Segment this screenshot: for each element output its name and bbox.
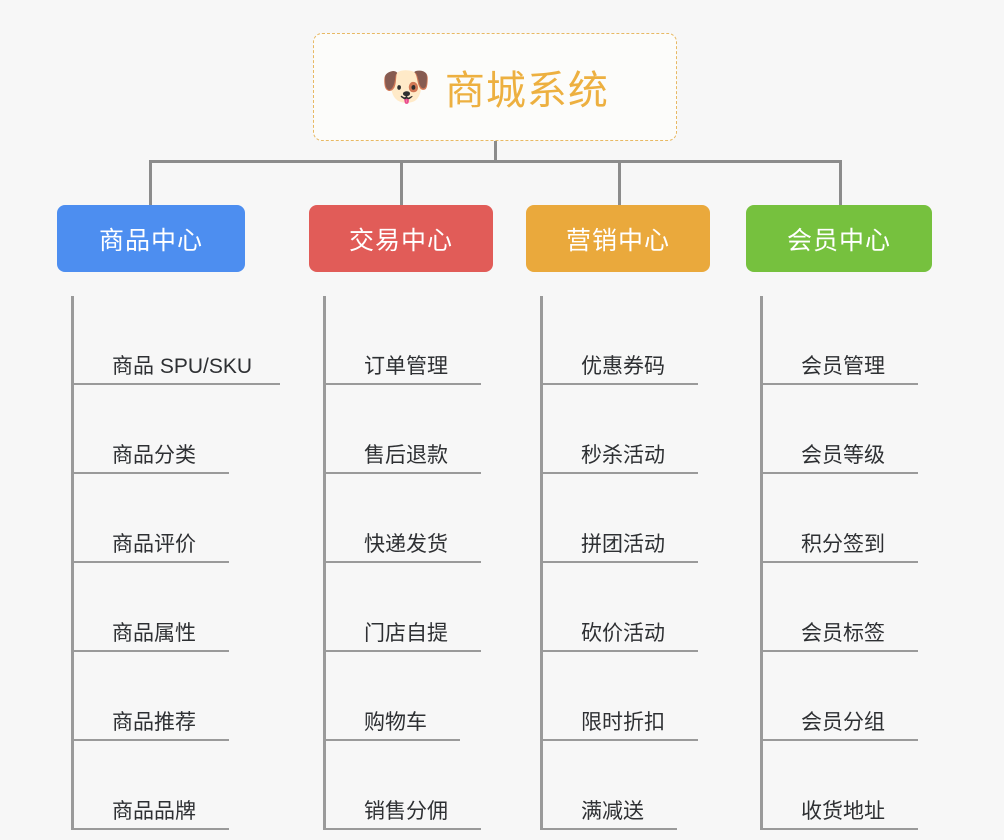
category-title-1: 商品中心 — [98, 226, 203, 255]
connector-horizontal-bus — [149, 160, 842, 163]
leaf-label: 会员管理 — [801, 355, 885, 378]
leaf-label: 会员标签 — [801, 622, 885, 645]
leaf-item[interactable]: 商品 SPU/SKU — [74, 296, 280, 385]
leaf-label: 拼团活动 — [581, 533, 665, 556]
leaf-item[interactable]: 收货地址 — [763, 741, 918, 830]
leaf-item[interactable]: 拼团活动 — [543, 474, 698, 563]
leaf-label: 会员等级 — [801, 444, 885, 467]
leaf-label: 销售分佣 — [364, 800, 448, 823]
leaf-label: 限时折扣 — [581, 711, 665, 734]
category-box-1[interactable]: 商品中心 — [57, 205, 245, 272]
leaf-item[interactable]: 会员等级 — [763, 385, 918, 474]
branch-column-2: 交易中心 订单管理 售后退款 快递发货 门店自提 购物车 销售分佣 — [309, 205, 493, 830]
leaf-item[interactable]: 限时折扣 — [543, 652, 698, 741]
leaf-item[interactable]: 会员分组 — [763, 652, 918, 741]
category-box-4[interactable]: 会员中心 — [746, 205, 932, 272]
leaf-item[interactable]: 商品属性 — [74, 563, 229, 652]
leaf-label: 商品品牌 — [112, 800, 196, 823]
connector-drop-1 — [149, 160, 152, 207]
leaf-item[interactable]: 销售分佣 — [326, 741, 481, 830]
leaf-item[interactable]: 满减送 — [543, 741, 677, 830]
branch-column-4: 会员中心 会员管理 会员等级 积分签到 会员标签 会员分组 收货地址 — [746, 205, 932, 830]
root-node[interactable]: 🐶 商城系统 — [313, 33, 677, 141]
leaf-item[interactable]: 订单管理 — [326, 296, 481, 385]
category-box-3[interactable]: 营销中心 — [526, 205, 710, 272]
leaf-list-4: 会员管理 会员等级 积分签到 会员标签 会员分组 收货地址 — [760, 296, 932, 830]
category-title-3: 营销中心 — [565, 226, 670, 255]
category-title-2: 交易中心 — [348, 226, 453, 255]
leaf-item[interactable]: 会员标签 — [763, 563, 918, 652]
leaf-label: 售后退款 — [364, 444, 448, 467]
leaf-label: 商品分类 — [112, 444, 196, 467]
leaf-item[interactable]: 商品评价 — [74, 474, 229, 563]
leaf-item[interactable]: 砍价活动 — [543, 563, 698, 652]
leaf-label: 积分签到 — [801, 533, 885, 556]
branch-column-3: 营销中心 优惠券码 秒杀活动 拼团活动 砍价活动 限时折扣 满减送 — [526, 205, 710, 830]
leaf-label: 秒杀活动 — [581, 444, 665, 467]
connector-drop-3 — [618, 160, 621, 207]
leaf-label: 会员分组 — [801, 711, 885, 734]
leaf-label: 快递发货 — [364, 533, 448, 556]
leaf-label: 满减送 — [581, 800, 644, 823]
category-title-4: 会员中心 — [786, 226, 891, 255]
leaf-item[interactable]: 优惠券码 — [543, 296, 698, 385]
leaf-label: 商品属性 — [112, 622, 196, 645]
leaf-label: 优惠券码 — [581, 355, 665, 378]
leaf-item[interactable]: 商品推荐 — [74, 652, 229, 741]
leaf-item[interactable]: 售后退款 — [326, 385, 481, 474]
leaf-label: 订单管理 — [364, 355, 448, 378]
leaf-list-3: 优惠券码 秒杀活动 拼团活动 砍价活动 限时折扣 满减送 — [540, 296, 710, 830]
leaf-label: 门店自提 — [364, 622, 448, 645]
leaf-label: 商品评价 — [112, 533, 196, 556]
shiba-dog-face-icon: 🐶 — [381, 65, 431, 109]
branch-column-1: 商品中心 商品 SPU/SKU 商品分类 商品评价 商品属性 商品推荐 商品品牌 — [57, 205, 280, 830]
connector-drop-2 — [400, 160, 403, 207]
leaf-item[interactable]: 门店自提 — [326, 563, 481, 652]
category-box-2[interactable]: 交易中心 — [309, 205, 493, 272]
connector-drop-4 — [839, 160, 842, 207]
leaf-list-2: 订单管理 售后退款 快递发货 门店自提 购物车 销售分佣 — [323, 296, 493, 830]
leaf-label: 砍价活动 — [581, 622, 665, 645]
leaf-item[interactable]: 购物车 — [326, 652, 460, 741]
connector-root-stem — [494, 141, 497, 163]
leaf-label: 收货地址 — [801, 800, 885, 823]
leaf-item[interactable]: 秒杀活动 — [543, 385, 698, 474]
leaf-item[interactable]: 会员管理 — [763, 296, 918, 385]
leaf-item[interactable]: 商品分类 — [74, 385, 229, 474]
leaf-label: 商品推荐 — [112, 711, 196, 734]
leaf-label: 购物车 — [364, 711, 427, 734]
leaf-item[interactable]: 积分签到 — [763, 474, 918, 563]
leaf-list-1: 商品 SPU/SKU 商品分类 商品评价 商品属性 商品推荐 商品品牌 — [71, 296, 280, 830]
leaf-item[interactable]: 商品品牌 — [74, 741, 229, 830]
leaf-item[interactable]: 快递发货 — [326, 474, 481, 563]
root-node-title: 商城系统 — [444, 69, 609, 113]
leaf-label: 商品 SPU/SKU — [112, 355, 253, 378]
